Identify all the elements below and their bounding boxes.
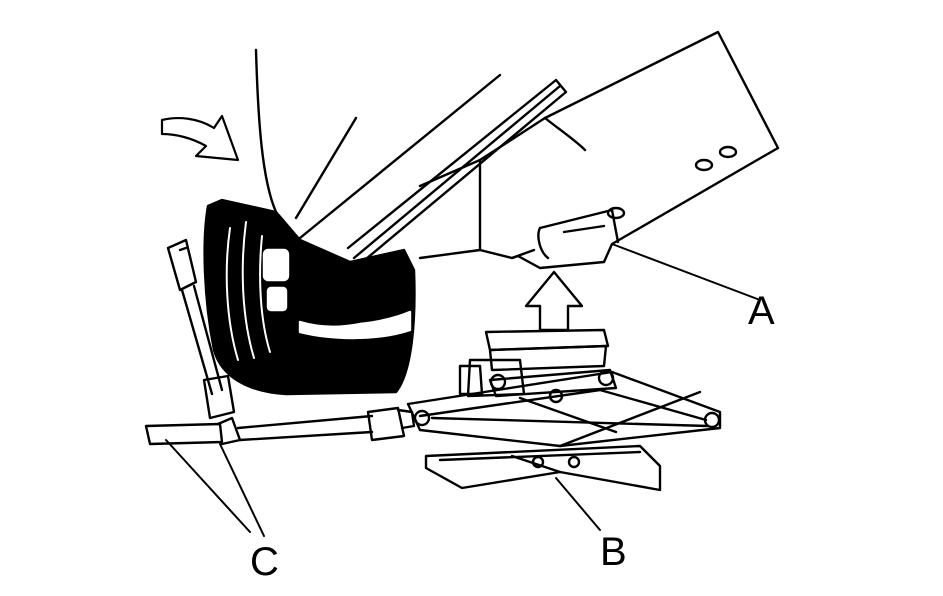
frame-rail (510, 30, 780, 301)
wheel-wrench (144, 238, 416, 537)
lift-direction-arrow-icon (524, 270, 584, 332)
vehicle-body (254, 48, 568, 266)
callout-c: C (250, 540, 279, 584)
callout-b: B (600, 530, 627, 574)
tire (203, 198, 416, 396)
scissor-jack (406, 328, 722, 531)
callout-a: A (748, 289, 775, 333)
rotation-arrow-icon (160, 114, 240, 162)
